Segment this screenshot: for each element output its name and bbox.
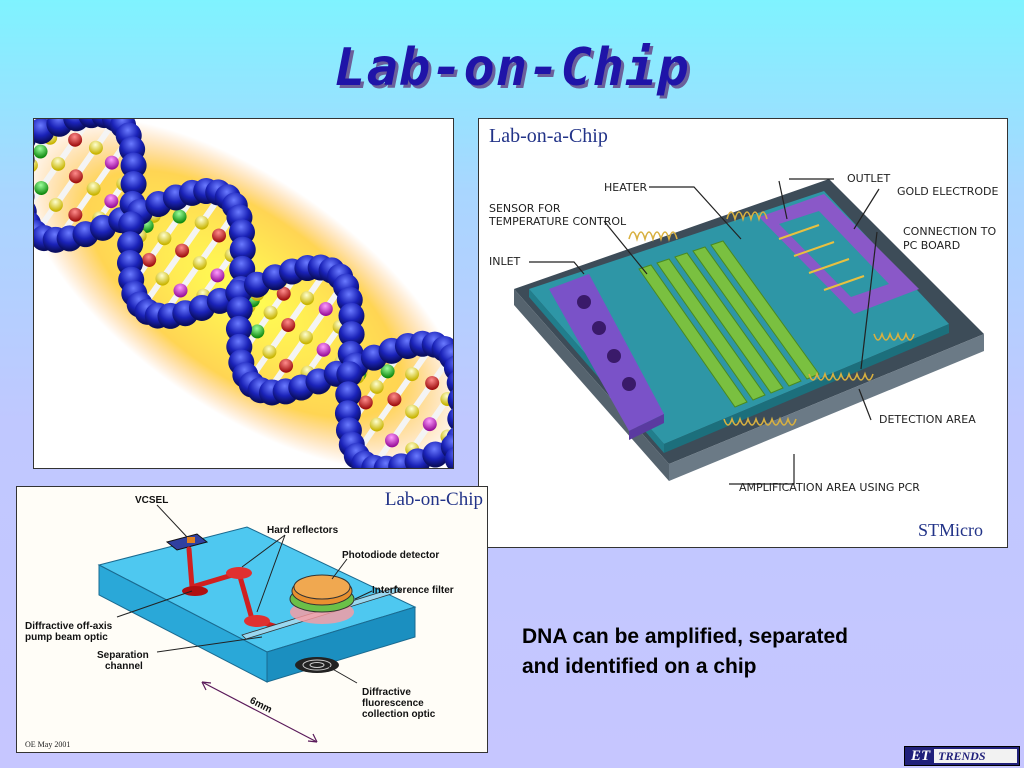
dna-helix-illustration xyxy=(34,119,453,468)
caption-line-1: DNA can be amplified, separated xyxy=(522,625,848,648)
caption-line-2: and identified on a chip xyxy=(522,655,757,678)
dna-helix-image xyxy=(33,118,454,469)
separation-channel-label-line1: Separation xyxy=(97,650,149,661)
optic-diagram-footer: OE May 2001 xyxy=(25,740,71,749)
chip-diagram-credit: STMicro xyxy=(918,520,983,540)
chip-schematic xyxy=(514,178,984,485)
photodiode-detector-label: Photodiode detector xyxy=(342,550,440,561)
inlet-label: INLET xyxy=(489,255,521,268)
gold-electrode-label: GOLD ELECTRODE xyxy=(897,185,999,198)
chip-diagram-title: Lab-on-a-Chip xyxy=(489,125,608,147)
optical-schematic xyxy=(97,504,417,743)
logo-et-text: ET xyxy=(911,747,931,764)
connection-label-line1: CONNECTION TO xyxy=(903,225,997,238)
collection-optic-label-line3: collection optic xyxy=(362,709,436,720)
separation-channel-label-line2: channel xyxy=(105,661,143,672)
connection-label-line2: PC BOARD xyxy=(903,239,961,252)
diffractive-pump-label-line2: pump beam optic xyxy=(25,632,108,643)
collection-optic-label-line2: fluorescence xyxy=(362,698,424,709)
interference-filter-label: Interference filter xyxy=(372,585,454,596)
outlet-label: OUTLET xyxy=(847,172,891,185)
amplification-area-label: AMPLIFICATION AREA USING PCR xyxy=(739,481,920,494)
logo-trends-text: TRENDS xyxy=(934,749,1017,763)
collection-optic-label-line1: Diffractive xyxy=(362,687,411,698)
slide-title: Lab-on-Chip xyxy=(334,38,690,98)
sensor-label-line2: TEMPERATURE CONTROL xyxy=(489,215,627,228)
diffractive-pump-label-line1: Diffractive off-axis xyxy=(25,621,113,632)
optic-diagram-title: Lab-on-Chip xyxy=(384,489,483,510)
sensor-label-line1: SENSOR FOR xyxy=(489,202,561,215)
dna-backbone-strands xyxy=(34,119,453,468)
detection-area-label: DETECTION AREA xyxy=(879,413,976,426)
vcsel-label: VCSEL xyxy=(135,495,169,506)
et-trends-logo: ET TRENDS xyxy=(904,746,1020,766)
lab-on-a-chip-diagram: Lab-on-a-Chip HEATER OUTLET GOLD ELECTRO… xyxy=(478,118,1008,548)
heater-label: HEATER xyxy=(604,181,648,194)
optical-lab-on-chip-diagram: Lab-on-Chip VCSEL Hard reflectors Photod… xyxy=(16,486,488,753)
slide-caption: DNA can be amplified, separated and iden… xyxy=(522,622,952,682)
hard-reflectors-label: Hard reflectors xyxy=(267,525,339,536)
